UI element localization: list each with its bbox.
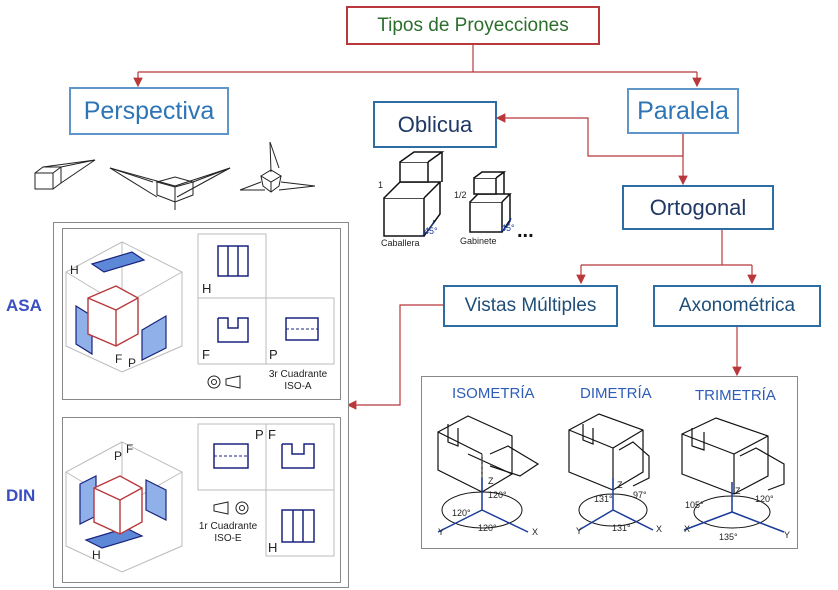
scale-2: 1/2 [454, 190, 467, 200]
din-label: DIN [6, 486, 36, 505]
asa-letter-p: P [128, 356, 137, 370]
ortogonal-node: Ortogonal [622, 185, 774, 230]
vistas-multiples-node: Vistas Múltiples [443, 285, 618, 327]
dimetria-drawing [568, 413, 654, 531]
asa-caption-line1: 3r Cuadrante [268, 369, 328, 380]
oblicua-node: Oblicua [373, 101, 497, 148]
axonometric-panel [421, 376, 798, 549]
din-views [197, 423, 335, 557]
dim-angle-3: 131° [612, 523, 631, 533]
iso-axis-y: Y [438, 527, 445, 537]
din-caption-line1: 1r Cuadrante [198, 521, 258, 532]
asa-label: ASA [6, 296, 42, 315]
din-view-p: P [255, 427, 264, 442]
tri-axis-x: X [684, 524, 691, 534]
din-view-h: H [268, 540, 278, 555]
dim-axis-x: X [656, 524, 663, 534]
angle-1: 45° [424, 226, 438, 236]
dim-axis-y: Y [576, 526, 583, 536]
oblicua-label: Oblicua [397, 111, 473, 137]
dim-axis-z: Z [617, 480, 623, 490]
axonometrica-node: Axonométrica [653, 285, 821, 327]
perspectiva-label: Perspectiva [83, 96, 215, 125]
din-projection-symbol [213, 501, 249, 515]
tri-angle-1: 105° [685, 500, 704, 510]
din-caption-line2: ISO-E [214, 533, 242, 544]
isometria-drawing [437, 415, 540, 533]
perspective-sketches [34, 141, 316, 210]
iso-angle-2: 120° [488, 490, 507, 500]
iso-angle-3: 120° [478, 523, 497, 533]
din-letter-p: P [114, 449, 123, 463]
iso-axis-z: Z [488, 476, 494, 486]
gabinete-caption: Gabinete [460, 236, 497, 246]
iso-angle-1: 120° [452, 508, 471, 518]
tri-angle-2: 120° [755, 494, 774, 504]
din-letter-h: H [92, 548, 101, 562]
asa-view-p: P [269, 347, 278, 362]
oblique-examples [383, 151, 512, 237]
root-node: Tipos de Proyecciones [346, 6, 600, 45]
tri-axis-z: Z [735, 486, 741, 496]
dim-angle-1: 131° [594, 494, 613, 504]
din-panel [62, 417, 341, 583]
root-label: Tipos de Proyecciones [377, 14, 569, 36]
perspectiva-node: Perspectiva [69, 87, 229, 135]
din-letter-f: F [126, 442, 134, 456]
asa-letter-f: F [115, 352, 123, 366]
angle-2: 45° [501, 223, 515, 233]
din-isometric [65, 441, 183, 573]
iso-axis-x: X [532, 527, 539, 537]
caballera-caption: Caballera [381, 238, 420, 248]
asa-letter-h: H [70, 263, 79, 277]
scale-1: 1 [378, 180, 384, 190]
isometria-title: ISOMETRÍA [452, 385, 535, 402]
dim-angle-2: 97° [633, 490, 647, 500]
tri-axis-y: Y [784, 530, 791, 540]
din-view-f: F [268, 427, 276, 442]
trimetria-drawing [681, 417, 785, 533]
paralela-label: Paralela [637, 96, 729, 125]
dimetria-title: DIMETRÍA [580, 385, 652, 402]
axonometrica-label: Axonométrica [678, 295, 796, 316]
asa-view-f: F [202, 347, 210, 362]
asa-view-h: H [202, 281, 212, 296]
asa-isometric [65, 241, 183, 373]
ortogonal-label: Ortogonal [649, 194, 747, 220]
asa-projection-symbol [207, 375, 241, 389]
asa-views [197, 233, 335, 365]
vistas-multiples-label: Vistas Múltiples [464, 295, 597, 316]
asa-caption-line2: ISO-A [284, 381, 312, 392]
paralela-node: Paralela [627, 88, 739, 134]
trimetria-title: TRIMETRÍA [695, 387, 776, 404]
ellipsis: ... [517, 220, 534, 242]
tri-angle-3: 135° [719, 532, 738, 542]
